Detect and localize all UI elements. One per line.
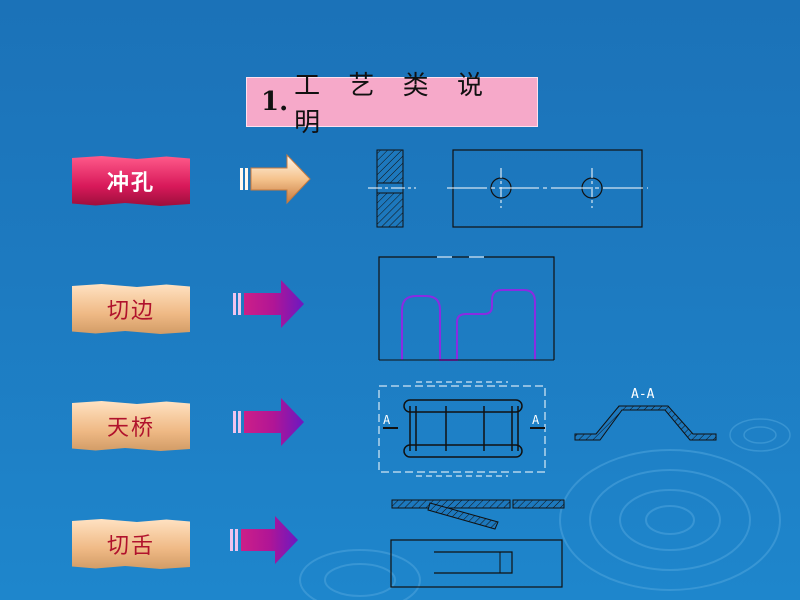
label-trimming: 切边 xyxy=(72,284,190,334)
arrow-tongue-cut xyxy=(230,516,298,564)
tongue-cut-plan-view xyxy=(390,539,563,588)
tongue-cut-section-view xyxy=(391,499,565,530)
arrow-punching xyxy=(240,153,311,205)
bridge-plan-view xyxy=(378,381,546,477)
title-number: 1. xyxy=(261,87,289,117)
trimming-drawing xyxy=(378,256,555,361)
label-punching: 冲孔 xyxy=(72,156,190,206)
title-text: 工 艺 类 说 明 xyxy=(294,71,493,138)
label-bridge: 天桥 xyxy=(72,401,190,451)
section-view-label: A-A xyxy=(631,387,655,402)
arrow-trimming xyxy=(233,280,304,328)
label-tongue-cut: 切舌 xyxy=(72,519,190,569)
section-marker-left: A xyxy=(383,413,391,427)
punching-section-view xyxy=(368,149,416,228)
arrow-bridge xyxy=(233,398,304,446)
page-title: 1. 工 艺 类 说 明 xyxy=(246,71,538,138)
ripple-decoration xyxy=(299,418,791,600)
punching-plate-view xyxy=(447,149,648,228)
bridge-section-view xyxy=(574,405,717,441)
section-marker-right: A xyxy=(532,413,540,427)
